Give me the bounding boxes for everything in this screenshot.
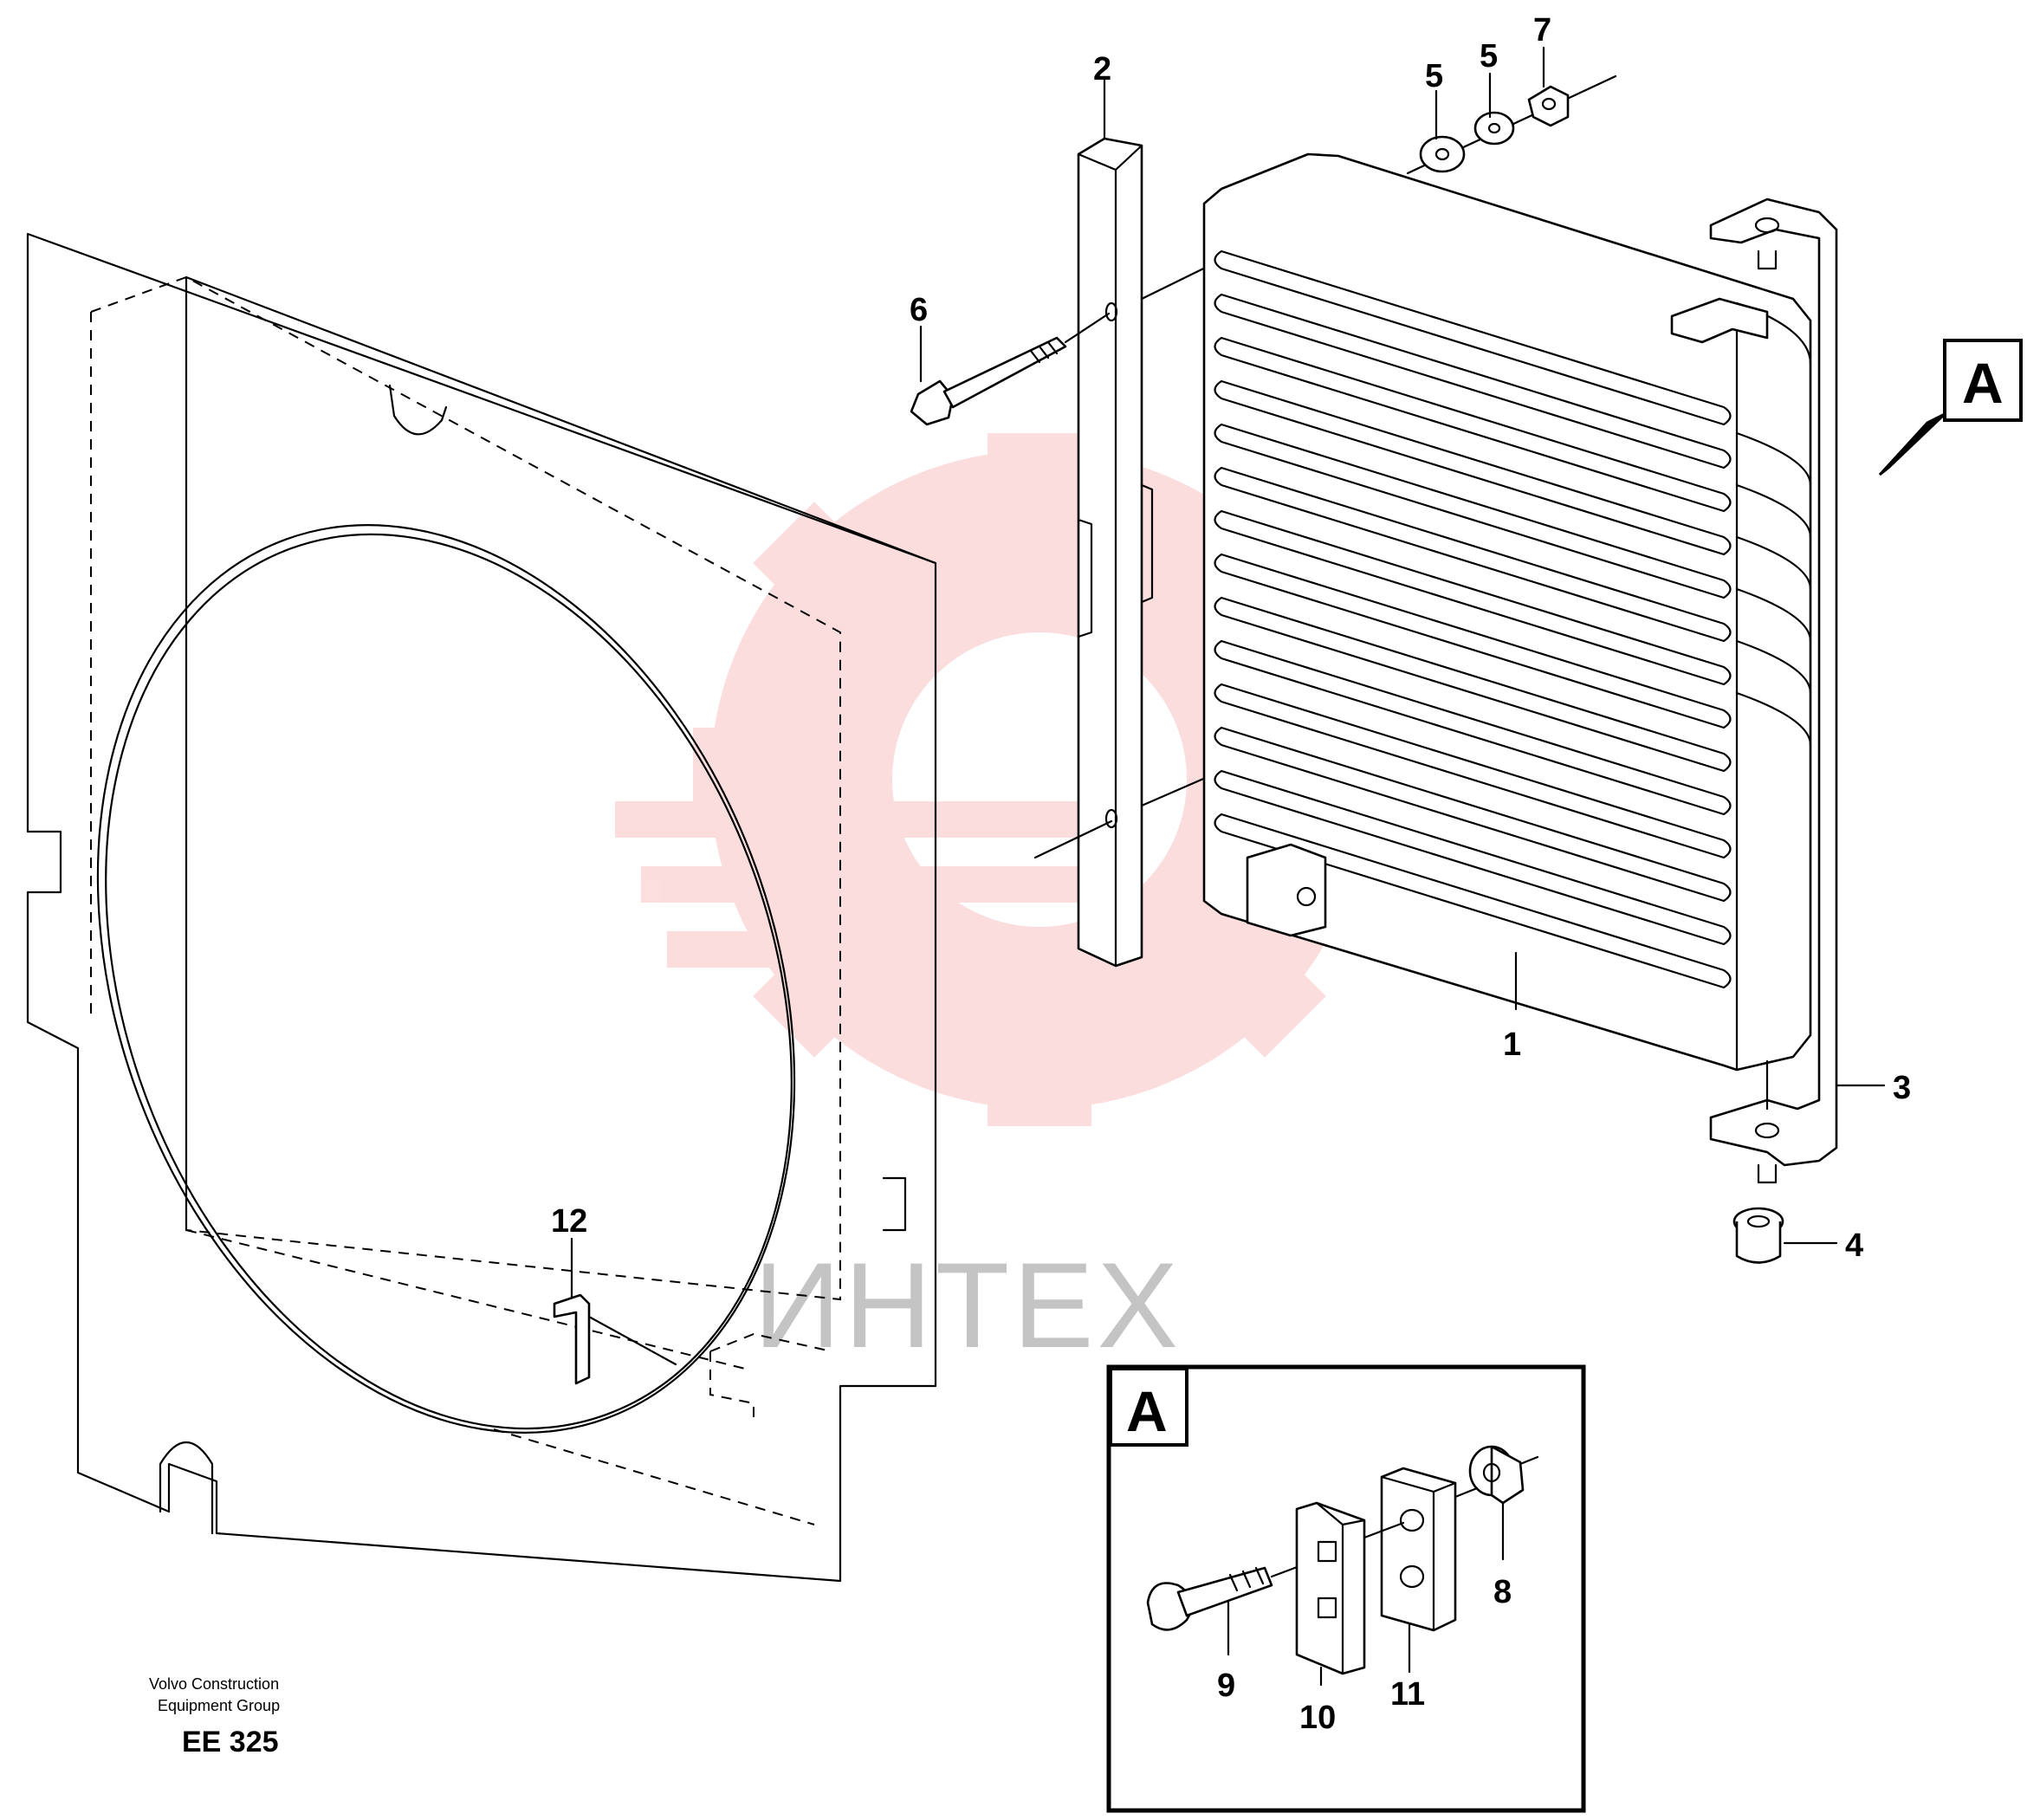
callout-2: 2	[1093, 51, 1111, 87]
callout-7: 7	[1533, 12, 1551, 49]
leader-lines	[570, 46, 1545, 1299]
callout-5b: 5	[1480, 38, 1498, 74]
callout-8: 8	[1493, 1574, 1512, 1610]
footer-line-2: Equipment Group	[158, 1697, 280, 1714]
clip-plate	[1295, 1501, 1366, 1687]
watermark-text: ИНТЕХ	[754, 1237, 1182, 1373]
callout-4: 4	[1845, 1227, 1863, 1264]
callout-1: 1	[1503, 1027, 1521, 1063]
footer-code: EE 325	[182, 1726, 279, 1758]
callout-3: 3	[1893, 1070, 1911, 1106]
callout-12: 12	[551, 1203, 587, 1240]
control-unit	[1202, 152, 1812, 1072]
mounting-rail	[1033, 137, 1232, 968]
footer-block: Volvo Construction Equipment Group EE 32…	[149, 1675, 280, 1758]
view-marker: A	[1878, 339, 2023, 476]
lock-nut	[1454, 1445, 1539, 1561]
detail-view-a: A	[1106, 1364, 1586, 1813]
detail-view-label: A	[1126, 1379, 1168, 1443]
callout-9: 9	[1217, 1668, 1235, 1704]
callout-5a: 5	[1425, 58, 1443, 94]
spacer-block	[1363, 1467, 1457, 1674]
view-marker-label: A	[1962, 351, 2004, 415]
shroud-panel	[26, 232, 937, 1583]
hex-bolt	[910, 312, 1111, 426]
carriage-bolt	[1146, 1551, 1336, 1656]
spring-clip	[553, 1293, 677, 1385]
footer-line-1: Volvo Construction	[149, 1675, 279, 1693]
washers-and-nut	[1406, 74, 1617, 175]
flange-nut	[1732, 1207, 1838, 1264]
mounting-bracket	[1709, 198, 1886, 1184]
callout-labels: 1 2 3 4 5 5 6 7 12	[551, 12, 1911, 1264]
callout-11: 11	[1390, 1676, 1425, 1713]
callout-6: 6	[910, 292, 928, 328]
callout-10: 10	[1299, 1700, 1336, 1736]
